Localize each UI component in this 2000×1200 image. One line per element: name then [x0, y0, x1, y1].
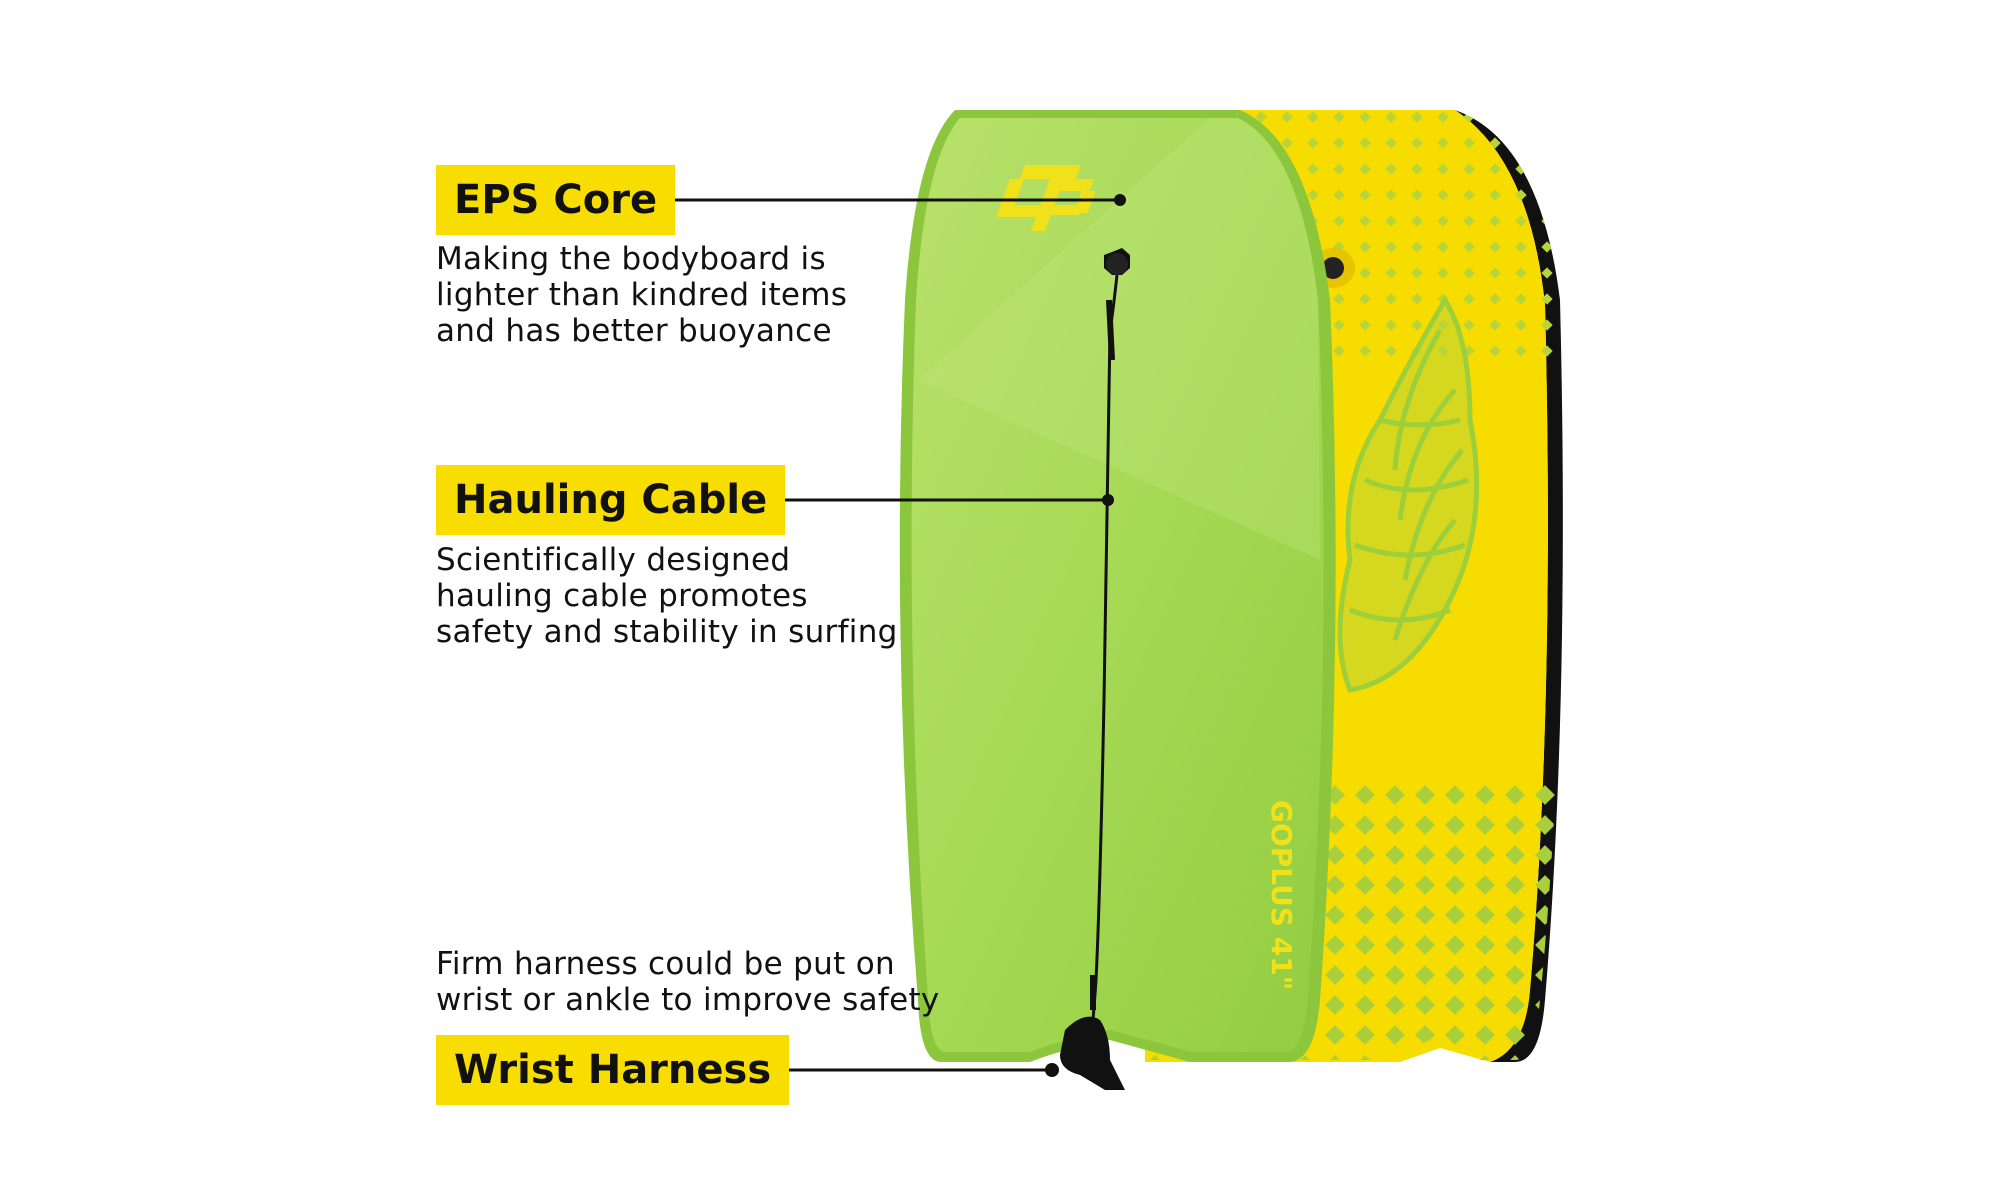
- hauling-cable-label: Hauling Cable: [436, 465, 786, 535]
- shell-illustration-icon: [1337, 295, 1480, 693]
- eps-core-label: EPS Core: [436, 165, 676, 235]
- callout-lines: [660, 194, 1126, 1077]
- wrist-harness-label: Wrist Harness: [436, 1035, 790, 1105]
- gp-logo-icon: [996, 165, 1096, 231]
- hauling-cable-description: Scientifically designed hauling cable pr…: [436, 542, 898, 650]
- callout-dot-cable: [1102, 494, 1114, 506]
- wrist-harness-description: Firm harness could be put on wrist or an…: [436, 946, 940, 1018]
- board-front: GOPLUS 41": [899, 110, 1336, 1090]
- callout-dot-harness: [1045, 1063, 1059, 1077]
- callout-dot-eps: [1114, 194, 1126, 206]
- leash-plug-icon: [1106, 253, 1128, 275]
- brand-text: GOPLUS 41": [1265, 800, 1298, 990]
- eps-core-description: Making the bodyboard is lighter than kin…: [436, 241, 848, 349]
- wrist-harness-icon: [1060, 1016, 1125, 1090]
- plug-icon: [1322, 257, 1344, 279]
